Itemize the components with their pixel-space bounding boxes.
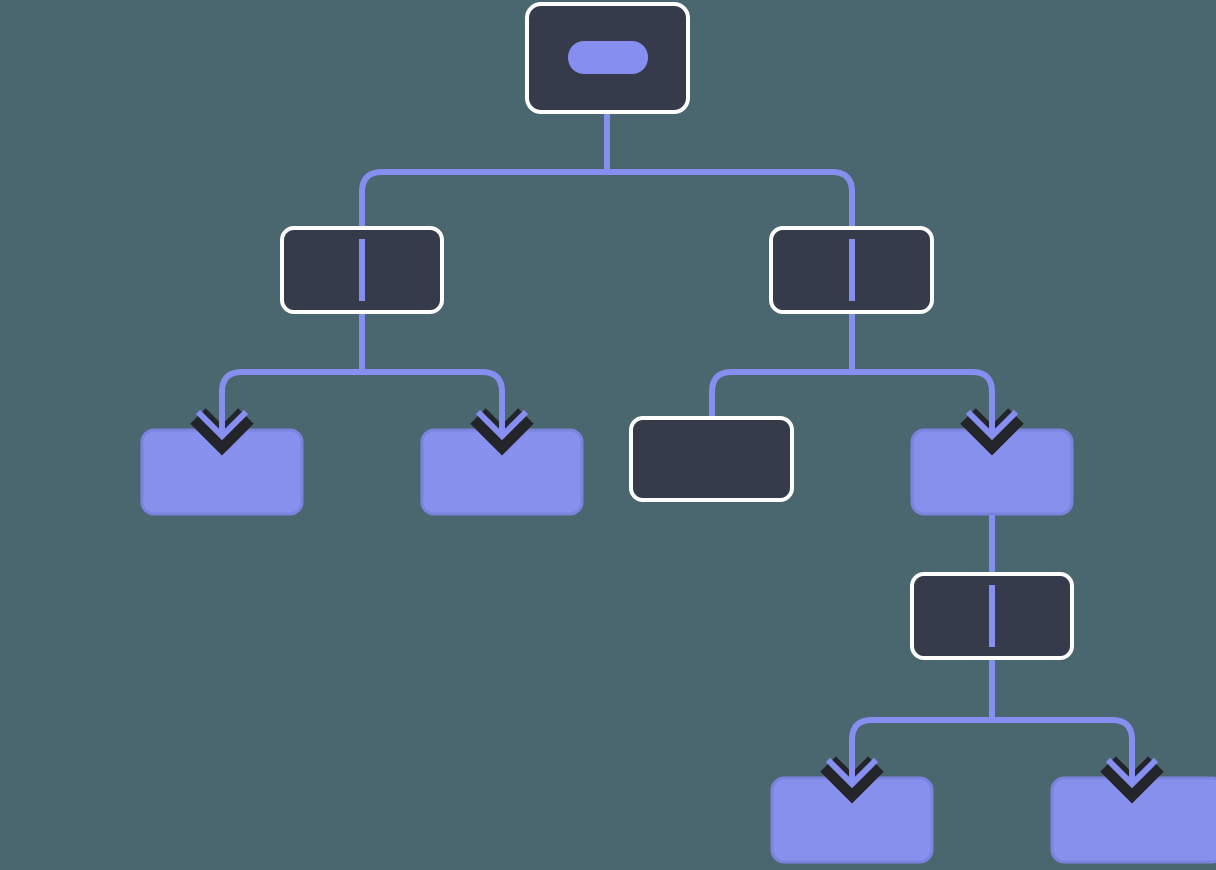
edge-n2-n5	[362, 369, 505, 436]
arrowhead-n4-icon	[190, 392, 254, 456]
node-n2-bar-icon	[359, 239, 365, 301]
node-n1[interactable]	[525, 2, 690, 114]
edge-n8-n10	[992, 717, 1135, 784]
node-n8-bar-icon	[989, 585, 995, 647]
node-n2[interactable]	[280, 226, 444, 314]
node-n6[interactable]	[629, 416, 794, 502]
edge-n3-n7	[852, 369, 995, 436]
edge-n2-n4	[219, 369, 362, 436]
node-n3-bar-icon	[849, 239, 855, 301]
edge-n1-n3	[607, 169, 855, 312]
arrowhead-n7-icon	[960, 392, 1024, 456]
arrowhead-n10-icon	[1100, 740, 1164, 804]
edge-n1-n2	[359, 169, 607, 312]
node-n8[interactable]	[910, 572, 1074, 660]
node-n6-box[interactable]	[629, 416, 794, 502]
node-n1-pill-icon	[568, 41, 648, 74]
node-n3[interactable]	[769, 226, 934, 314]
edge-n3-n6	[709, 369, 852, 418]
arrowhead-n5-icon	[470, 392, 534, 456]
edge-n8-n9	[849, 717, 992, 784]
arrowhead-n9-icon	[820, 740, 884, 804]
